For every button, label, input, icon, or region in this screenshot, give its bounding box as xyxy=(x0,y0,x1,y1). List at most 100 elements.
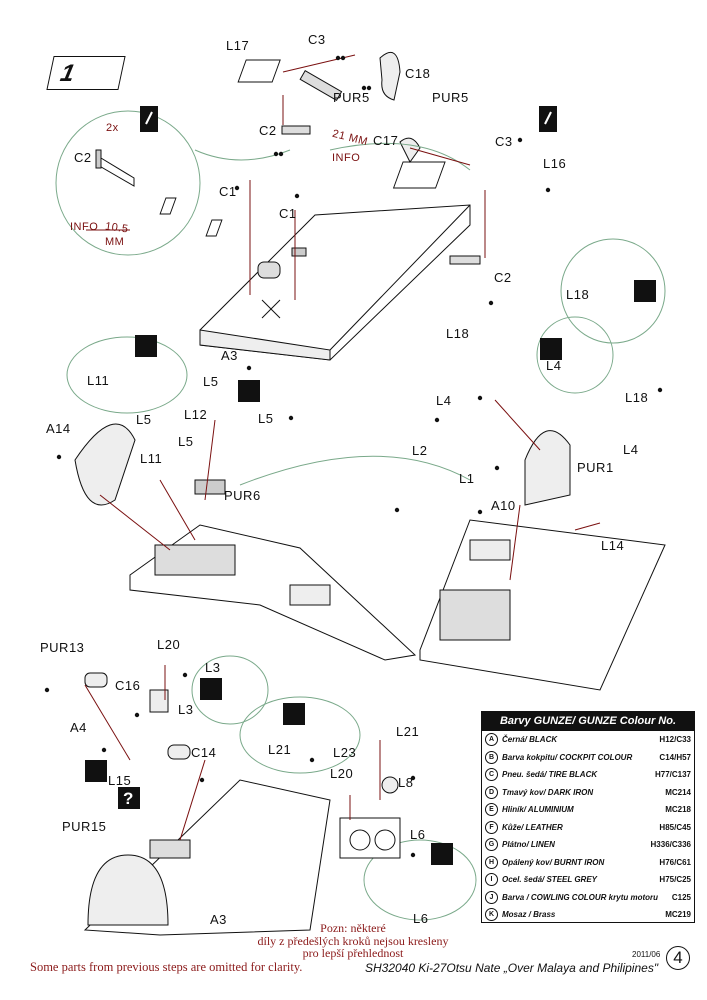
part-label-l21: L21 xyxy=(396,724,420,739)
part-label-a4: A4 xyxy=(70,720,87,735)
legend-code: C125 xyxy=(671,892,691,902)
part-label-l8: L8 xyxy=(398,775,414,790)
part-label-l18: L18 xyxy=(446,326,470,341)
part-label-l2: L2 xyxy=(412,443,428,458)
part-label-c1: C1 xyxy=(279,206,297,221)
legend-letter: B xyxy=(485,750,498,764)
legend-name: Tmavý kov/ DARK IRON xyxy=(502,787,594,797)
legend-name: Barva / COWLING COLOUR krytu motoru xyxy=(502,892,659,902)
legend-letter: J xyxy=(485,890,498,904)
legend-row: D Tmavý kov/ DARK IRON MC214 xyxy=(482,784,694,802)
print-date: 2011/06 xyxy=(632,950,661,959)
legend-code: H77/C137 xyxy=(654,770,691,780)
part-label-l4: L4 xyxy=(436,393,452,408)
part-label-c2: C2 xyxy=(494,270,512,285)
part-label-l11: L11 xyxy=(87,373,110,388)
legend-letter: C xyxy=(485,768,498,782)
part-label-l18: L18 xyxy=(566,287,590,302)
legend-code: H12/C33 xyxy=(659,735,691,745)
legend-code: H75/C25 xyxy=(659,875,691,885)
part-label-c14: C14 xyxy=(191,745,217,760)
part-label-l1: L1 xyxy=(459,471,475,486)
info-unit: MM xyxy=(105,236,125,248)
part-label-c18: C18 xyxy=(405,66,431,81)
part-label-l11: L11 xyxy=(140,451,163,466)
part-label-c2: C2 xyxy=(74,150,92,165)
part-label-l21: L21 xyxy=(268,742,292,757)
part-label-l6: L6 xyxy=(413,911,429,926)
legend-name: Mosaz / Brass xyxy=(502,910,556,920)
part-label-l16: L16 xyxy=(543,156,567,171)
legend-letter: H xyxy=(485,855,498,869)
legend-letter: A xyxy=(485,733,498,747)
part-label-a3: A3 xyxy=(210,912,227,927)
page-number: 4 xyxy=(666,946,690,970)
part-label-pur6: PUR6 xyxy=(224,488,261,503)
legend-name: Ocel. šedá/ STEEL GREY xyxy=(502,875,597,885)
legend-name: Kůže/ LEATHER xyxy=(502,822,563,832)
legend-title: Barvy GUNZE/ GUNZE Colour No. xyxy=(482,712,694,731)
part-label-l5: L5 xyxy=(136,412,152,427)
cockpit-floor-middle-right xyxy=(419,430,666,691)
part-label-l4: L4 xyxy=(623,442,639,457)
step-number: 1 xyxy=(46,56,126,90)
legend-letter: I xyxy=(485,873,498,887)
svg-text:?: ? xyxy=(123,789,133,808)
part-label-l18: L18 xyxy=(625,390,649,405)
legend-code: H76/C61 xyxy=(659,857,691,867)
legend-name: Opálený kov/ BURNT IRON xyxy=(502,857,605,867)
part-label-c3: C3 xyxy=(308,32,326,47)
part-label-l3: L3 xyxy=(178,702,194,717)
part-label-l20: L20 xyxy=(330,766,354,781)
legend-letter: F xyxy=(485,820,498,834)
info-label: INFO xyxy=(332,152,361,164)
note-czech-line1: Pozn: některé xyxy=(320,921,386,935)
bend-arrow-icon xyxy=(85,106,656,865)
legend-letter: K xyxy=(485,908,498,922)
product-title: SH32040 Ki-27Otsu Nate „Over Malaya and … xyxy=(365,961,659,975)
part-label-pur13: PUR13 xyxy=(40,640,85,655)
legend-letter: E xyxy=(485,803,498,817)
legend-letter: D xyxy=(485,785,498,799)
legend-row: C Pneu. šedá/ TIRE BLACK H77/C137 xyxy=(482,766,694,784)
c2-detail xyxy=(86,149,135,231)
part-label-l15: L15 xyxy=(108,773,132,788)
part-label-c16: C16 xyxy=(115,678,141,693)
part-label-l5: L5 xyxy=(178,434,194,449)
part-label-pur5: PUR5 xyxy=(432,90,469,105)
legend-name: Černá/ BLACK xyxy=(502,735,558,745)
note-english: Some parts from previous steps are omitt… xyxy=(30,960,303,974)
part-label-l5: L5 xyxy=(258,411,274,426)
part-label-a14: A14 xyxy=(46,421,71,436)
part-label-c17: C17 xyxy=(373,133,399,148)
cockpit-floor-bottom xyxy=(83,672,401,936)
part-label-c2: C2 xyxy=(259,123,277,138)
note-czech-line3: pro lepší přehlednost xyxy=(302,946,404,960)
part-label-c1: C1 xyxy=(219,184,237,199)
legend-row: J Barva / COWLING COLOUR krytu motoru C125 xyxy=(482,889,694,907)
unknown-part-icon: ? xyxy=(118,787,140,809)
legend-row: I Ocel. šedá/ STEEL GREY H75/C25 xyxy=(482,871,694,889)
part-label-l14: L14 xyxy=(601,538,625,553)
legend-code: H85/C45 xyxy=(659,822,691,832)
part-label-c3: C3 xyxy=(495,134,513,149)
part-label-l23: L23 xyxy=(333,745,357,760)
legend-name: Pneu. šedá/ TIRE BLACK xyxy=(502,770,598,780)
info-label: INFO xyxy=(70,221,99,233)
part-label-a3: A3 xyxy=(221,348,238,363)
info-count: 2x xyxy=(106,122,119,134)
legend-name: Hliník/ ALUMINIUM xyxy=(502,805,574,815)
cockpit-floor-middle-left xyxy=(74,423,417,661)
legend-row: F Kůže/ LEATHER H85/C45 xyxy=(482,819,694,837)
part-label-l12: L12 xyxy=(184,407,208,422)
legend-code: MC214 xyxy=(665,787,691,797)
part-label-pur5: PUR5 xyxy=(333,90,370,105)
part-label-l17: L17 xyxy=(226,38,250,53)
part-label-l5: L5 xyxy=(203,374,219,389)
legend-row: A Černá/ BLACK H12/C33 xyxy=(482,731,694,749)
